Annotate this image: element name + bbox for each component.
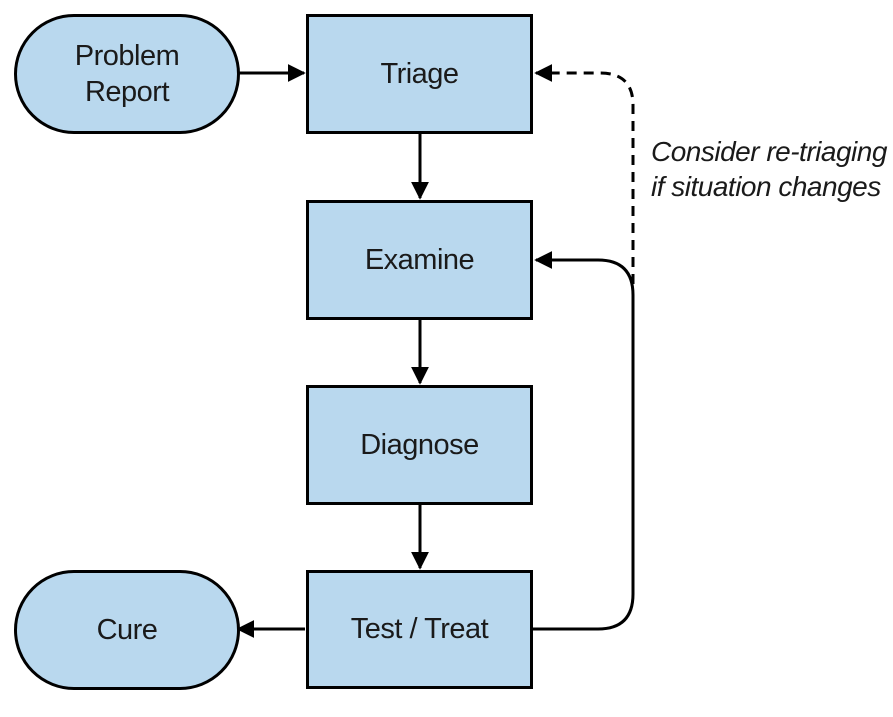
- node-triage: Triage: [306, 14, 533, 134]
- node-test-treat-label: Test / Treat: [350, 613, 489, 646]
- annotation-line2: if situation changes: [651, 171, 881, 202]
- node-cure: Cure: [14, 570, 240, 690]
- annotation-line1: Consider re-triaging: [651, 136, 887, 167]
- arrow-dashed-retriage-to-triage: [534, 64, 635, 284]
- node-diagnose: Diagnose: [306, 385, 533, 505]
- node-diagnose-label: Diagnose: [360, 428, 479, 461]
- node-cure-label: Cure: [96, 613, 158, 646]
- annotation-retriage: Consider re-triaging if situation change…: [651, 134, 887, 204]
- node-problem-report: Problem Report: [14, 14, 240, 134]
- arrow-test-treat-loop-to-examine: [533, 251, 635, 631]
- node-problem-report-line2: Report: [84, 76, 170, 108]
- node-examine: Examine: [306, 200, 533, 320]
- node-examine-label: Examine: [364, 243, 475, 276]
- node-triage-label: Triage: [380, 57, 459, 90]
- node-test-treat: Test / Treat: [306, 570, 533, 689]
- node-problem-report-line1: Problem: [74, 39, 180, 72]
